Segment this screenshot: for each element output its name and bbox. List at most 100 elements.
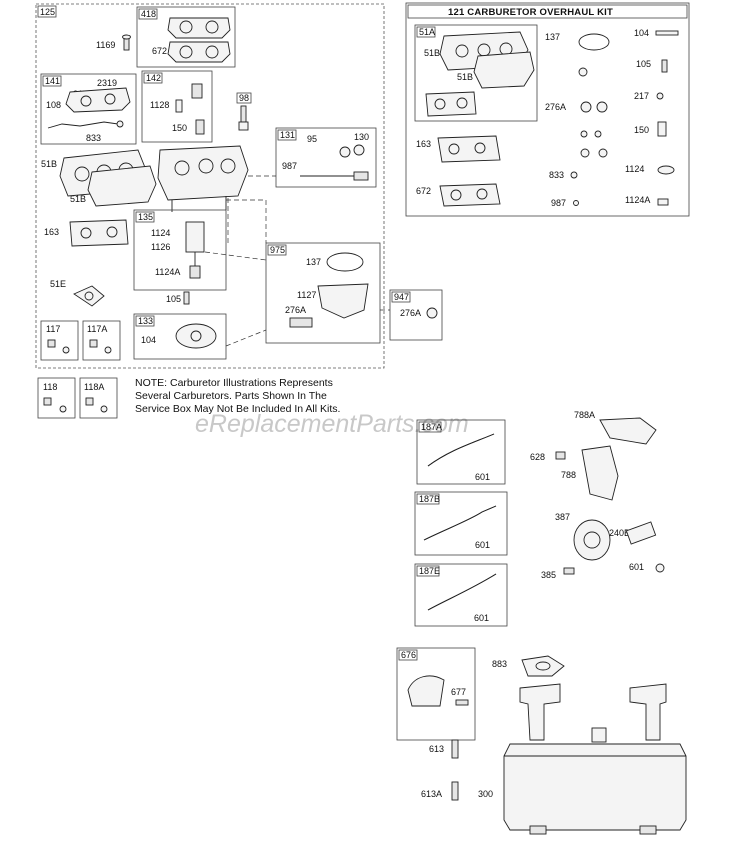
fuel-filter-240B-drawing <box>625 521 657 545</box>
label-108: 108 <box>46 100 61 110</box>
label-601-a: 601 <box>475 472 490 482</box>
label-1169: 1169 <box>96 40 115 50</box>
label-51E: 51E <box>50 279 66 289</box>
label-187A: 187A <box>421 422 442 432</box>
label-601-b: 601 <box>475 540 490 550</box>
float-135-drawing <box>185 221 205 279</box>
label-276A-a: 276A <box>285 305 306 315</box>
label-613: 613 <box>429 744 444 754</box>
fitting-98-drawing <box>238 105 249 131</box>
label-1126: 1126 <box>151 242 170 252</box>
label-150-kit: 150 <box>634 125 649 135</box>
label-677: 677 <box>451 687 466 697</box>
screw-105-drawing <box>183 291 190 305</box>
label-1127: 1127 <box>297 290 316 300</box>
label-51A: 51A <box>419 27 435 37</box>
label-975: 975 <box>270 245 285 255</box>
assembly-125-frame <box>35 3 385 369</box>
label-95: 95 <box>307 134 317 144</box>
diaphragm-133-drawing <box>175 323 217 349</box>
kit-title: 121 CARBURETOR OVERHAUL KIT <box>448 7 613 18</box>
label-105-kit: 105 <box>636 59 651 69</box>
label-387: 387 <box>555 512 570 522</box>
gasket-51B-drawing <box>59 149 157 207</box>
gasket-51E-drawing <box>73 285 105 307</box>
kit-121-title-bar <box>407 4 688 19</box>
label-118: 118 <box>43 382 57 392</box>
label-1124-kit: 1124 <box>625 164 644 174</box>
label-105-left: 105 <box>166 294 181 304</box>
label-613A: 613A <box>421 789 442 799</box>
needle-142-drawing <box>175 83 205 135</box>
label-187E: 187E <box>419 566 440 576</box>
label-628: 628 <box>530 452 545 462</box>
fuel-line-187E-drawing <box>427 573 497 611</box>
label-125: 125 <box>40 7 55 17</box>
label-987-kit: 987 <box>551 198 566 208</box>
group-947 <box>389 289 443 341</box>
group-117A <box>82 320 121 361</box>
gasket-947-drawing <box>426 307 438 319</box>
group-135 <box>133 209 227 291</box>
note-line-1: NOTE: Carburetor Illustrations Represent… <box>135 377 333 389</box>
bracket-788A-drawing <box>599 417 657 445</box>
group-133 <box>133 313 227 360</box>
fuel-line-187B-drawing <box>423 505 497 541</box>
group-142 <box>141 70 213 143</box>
label-601-d: 601 <box>629 562 644 572</box>
group-676 <box>396 647 476 741</box>
bracket-788-drawing <box>581 445 619 501</box>
label-385: 385 <box>541 570 556 580</box>
muffler-300-drawing <box>503 683 687 835</box>
group-131 <box>275 127 377 188</box>
label-163-kit: 163 <box>416 139 431 149</box>
gasket-set-51A-drawing <box>425 31 535 117</box>
label-98: 98 <box>239 93 249 103</box>
label-131: 131 <box>280 130 295 140</box>
label-947: 947 <box>394 292 409 302</box>
group-117 <box>40 320 79 361</box>
label-883: 883 <box>492 659 507 669</box>
label-117: 117 <box>46 324 60 334</box>
label-240B: 240B <box>609 528 630 538</box>
gasket-883-drawing <box>521 655 565 677</box>
label-141: 141 <box>45 76 60 86</box>
bowl-975-drawing <box>289 252 369 328</box>
label-1124A-kit: 1124A <box>625 195 650 205</box>
label-300: 300 <box>478 789 493 799</box>
label-788: 788 <box>561 470 576 480</box>
label-130: 130 <box>354 132 369 142</box>
group-118 <box>37 377 76 419</box>
label-142: 142 <box>146 73 161 83</box>
label-187B: 187B <box>419 494 440 504</box>
note-line-2: Several Carburetors. Parts Shown In The <box>135 390 327 402</box>
group-118A <box>79 377 118 419</box>
tag-125 <box>37 5 57 18</box>
gasket-163-drawing <box>69 219 129 247</box>
group-51A <box>414 24 538 122</box>
label-833-left: 833 <box>86 133 101 143</box>
label-133: 133 <box>138 316 153 326</box>
note-line-3: Service Box May Not Be Included In All K… <box>135 403 340 415</box>
label-135: 135 <box>138 212 153 222</box>
watermark: eReplacementParts.com <box>195 410 469 438</box>
label-104-left: 104 <box>141 335 156 345</box>
group-187B <box>414 491 508 556</box>
label-51B-c: 51B <box>424 48 440 58</box>
label-217-kit: 217 <box>634 91 649 101</box>
label-418: 418 <box>141 9 156 19</box>
label-117A: 117A <box>87 324 107 334</box>
label-150-left: 150 <box>172 123 187 133</box>
label-672-kit: 672 <box>416 186 431 196</box>
label-1124-left: 1124 <box>151 228 170 238</box>
connector-lines <box>204 175 390 347</box>
gasket-141-drawing <box>47 87 131 129</box>
kit-121-frame <box>405 2 690 217</box>
label-118A: 118A <box>84 382 104 392</box>
label-51B-b: 51B <box>70 194 86 204</box>
label-137-kit: 137 <box>545 32 560 42</box>
label-2319: 2319 <box>97 78 117 88</box>
label-987-left: 987 <box>282 161 297 171</box>
plugs-131-drawing <box>300 144 369 181</box>
label-163-left: 163 <box>44 227 59 237</box>
